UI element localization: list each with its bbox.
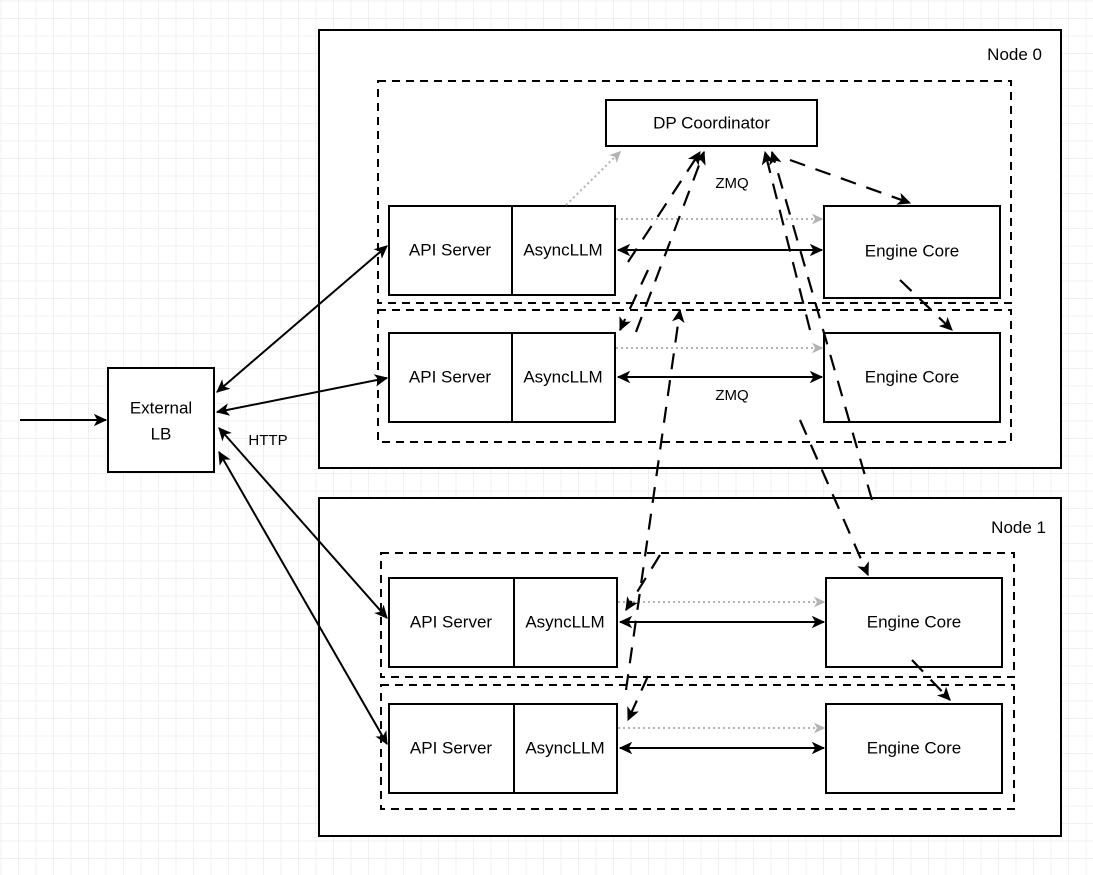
external-lb-label-line2: LB [151,424,172,443]
node-0-row-1-engine-core-box[interactable] [823,332,1001,423]
coordinator-to-node-0-row-0-engine-dashed [789,158,912,205]
node-1-row-1-engine-core-box[interactable] [825,703,1003,794]
node-1-row-1-asyncllm-to-coordinator-dashed [624,308,685,691]
node-1-row-0-engine-core-label: Engine Core [867,612,962,631]
coordinator-to-node-0-row-1-engine-dashed [899,279,953,331]
node-0-row-0-asyncllm-to-coordinator-dashed [627,151,701,263]
node-0-row-0-engine-core-box[interactable] [823,205,1001,299]
node-0-row-0-api-server-label: API Server [409,240,492,259]
node-1-row-0-api-asyncllm-box[interactable] [388,577,618,668]
coordinator-to-node-1-row-1-asyncllm-dashed [626,675,650,722]
node-0-row-0-engine-core-label: Engine Core [865,241,960,260]
node-1-row-1-api-server-label: API Server [410,738,493,757]
node-0-label: Node 0 [987,45,1042,64]
node-0-row-0-zmq-label: ZMQ [715,175,748,192]
node-0-row-1-asyncllm-to-coordinator-dashed [634,150,706,333]
lb-to-node1-row1-api-edge [218,450,388,746]
node-0-row-1-engine-core-label: Engine Core [865,367,960,386]
external-lb-label-line1: External [130,398,192,417]
node-1-row-1-asyncllm-label: AsyncLLM [525,738,604,757]
external-lb-box[interactable] [107,367,215,473]
node-1-row-0-api-server-label: API Server [410,612,493,631]
coordinator-to-node-1-row-0-asyncllm-dashed [625,554,661,611]
coordinator-to-node-0-row-1-asyncllm-dashed [619,269,649,332]
node-0-row-1-engine-to-coordinator-dashed [761,150,812,331]
lb-to-node0-row0-api-edge [216,245,388,393]
node-0-row-1-api-asyncllm-box[interactable] [388,332,616,423]
node-1-row-1-engine-core-label: Engine Core [867,738,962,757]
node-1-label: Node 1 [991,518,1046,537]
lb-to-node0-row1-api-edge [215,374,389,416]
node-1-row-1-api-asyncllm-box[interactable] [388,703,618,794]
node-0-group-0-boundary [377,80,1012,304]
coordinator-to-node-1-row-1-engine-dashed [911,659,951,701]
node-0-row-1-api-server-label: API Server [409,367,492,386]
node-1-row-0-engine-core-box[interactable] [825,577,1003,668]
dp-coordinator-label: DP Coordinator [653,113,770,132]
node-1-row-0-asyncllm-label: AsyncLLM [525,612,604,631]
node-0-row-0-api-asyncllm-box[interactable] [388,205,616,296]
http-label: HTTP [248,432,287,449]
dp-coordinator-box[interactable] [605,99,818,147]
node-0-row-1-zmq-label: ZMQ [715,387,748,404]
node-0-row-1-asyncllm-label: AsyncLLM [523,367,602,386]
coordinator-to-node-1-row-0-engine-dashed [798,419,870,577]
node-0-row-0-asyncllm-label: AsyncLLM [523,240,602,259]
node-1-engine-to-coordinator-dashed [769,150,874,501]
